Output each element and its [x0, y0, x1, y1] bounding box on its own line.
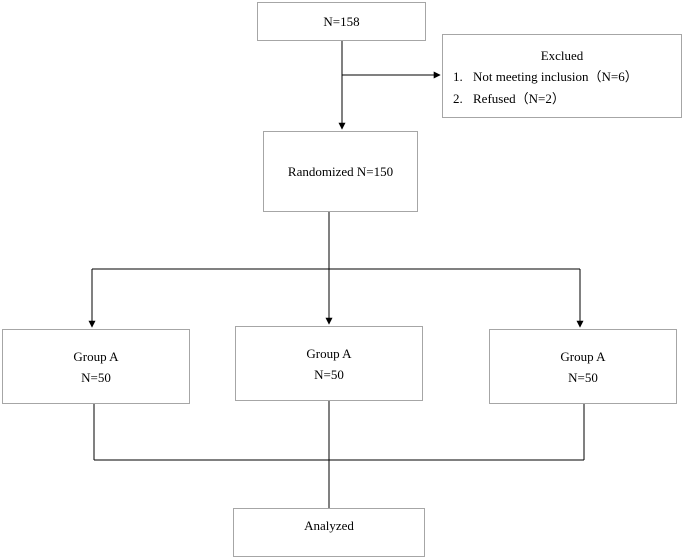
total-box: N=158 [257, 2, 426, 41]
analyzed-box: Analyzed [233, 508, 425, 557]
excluded-item-number: 1. [453, 69, 463, 84]
group-box-3: Group A N=50 [489, 329, 677, 404]
excluded-item-text: Refused（N=2） [473, 91, 565, 106]
analyzed-label: Analyzed [304, 518, 354, 533]
group-name: Group A [306, 346, 352, 361]
group-box-1: Group A N=50 [2, 329, 190, 404]
group-count: N=50 [314, 367, 344, 382]
total-label: N=158 [323, 14, 360, 29]
group-name: Group A [560, 349, 606, 364]
randomized-box: Randomized N=150 [263, 131, 418, 212]
randomized-label: Randomized N=150 [287, 164, 394, 179]
group-count: N=50 [568, 370, 598, 385]
excluded-box: Exclued 1. Not meeting inclusion（N=6） 2.… [442, 34, 682, 118]
group-count: N=50 [81, 370, 111, 385]
group-box-2: Group A N=50 [235, 326, 423, 401]
excluded-item-text: Not meeting inclusion（N=6） [473, 69, 638, 84]
excluded-item: 1. Not meeting inclusion（N=6） [453, 66, 681, 88]
excluded-item-number: 2. [453, 91, 463, 106]
excluded-title: Exclued [540, 48, 584, 63]
excluded-list: 1. Not meeting inclusion（N=6） 2. Refused… [443, 66, 681, 110]
excluded-item: 2. Refused（N=2） [453, 88, 681, 110]
group-name: Group A [73, 349, 119, 364]
